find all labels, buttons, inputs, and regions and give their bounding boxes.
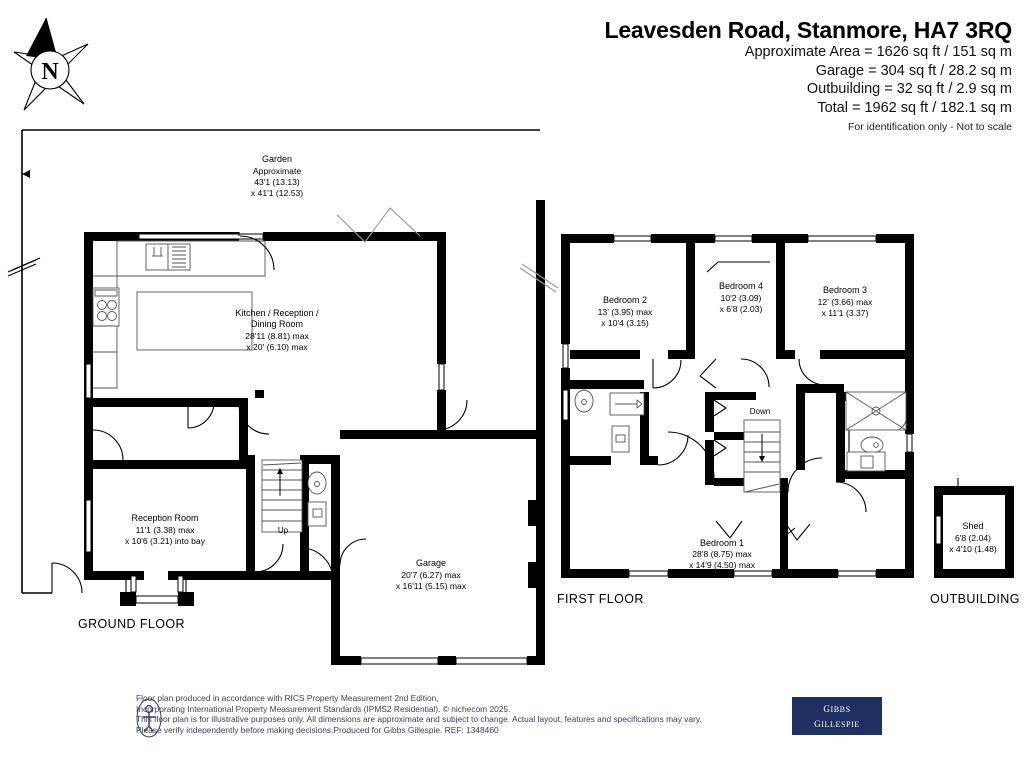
ensuite-fixtures bbox=[845, 391, 907, 472]
ground-floor-doors bbox=[92, 232, 468, 581]
first-floor-windows bbox=[562, 235, 913, 577]
stairs-up-label: Up bbox=[278, 526, 289, 535]
kitchen-dim1: 28'11 (8.81) max bbox=[245, 331, 309, 341]
garage-dim1: 20'7 (6.27) max bbox=[401, 570, 461, 580]
shed-dim2: x 4'10 (1.48) bbox=[949, 544, 997, 554]
bedroom2-dim2: x 10'4 (3.15) bbox=[601, 318, 649, 328]
ground-floor-labels: Garden Approximate 43'1 (13.13) x 41'1 (… bbox=[125, 154, 467, 591]
ground-floor-windows bbox=[85, 233, 445, 553]
area-line-garage: Garage = 304 sq ft / 28.2 sq m bbox=[815, 62, 1012, 79]
bedroom3-dim2: x 11'1 (3.37) bbox=[822, 308, 869, 318]
bedroom4-dim1: 10'2 (3.09) bbox=[721, 293, 762, 303]
bathroom-fixtures bbox=[562, 389, 645, 453]
disclaimer-line-1: Floor plan produced in accordance with R… bbox=[136, 693, 439, 703]
shed-label: Shed bbox=[962, 521, 983, 531]
logo-line-2: Gillespie bbox=[814, 715, 860, 730]
stairs-up: Up bbox=[261, 459, 303, 535]
ground-floor-plan: Up Garden Approximate 43'1 (13.13) x 41'… bbox=[7, 129, 559, 665]
bedroom4-corner bbox=[706, 261, 770, 273]
garden-dim1: 43'1 (13.13) bbox=[254, 177, 300, 187]
area-line-total-area: Approximate Area = 1626 sq ft / 151 sq m bbox=[744, 44, 1012, 61]
garden-boundary bbox=[7, 129, 540, 594]
area-line-total: Total = 1962 sq ft / 182.1 sq m bbox=[817, 100, 1012, 117]
first-floor-doors bbox=[652, 358, 867, 541]
disclaimer-line-2: Incorporating International Property Mea… bbox=[136, 703, 511, 714]
logo-line-1: Gibbs bbox=[823, 700, 851, 715]
area-line-outbuilding: Outbuilding = 32 sq ft / 2.9 sq m bbox=[806, 81, 1012, 98]
first-floor-labels: Bedroom 2 13' (3.95) max x 10'4 (3.15) B… bbox=[598, 281, 873, 570]
kitchen-label-1: Kitchen / Reception / bbox=[235, 308, 319, 318]
outbuilding-plan: Shed 6'8 (2.04) x 4'10 (1.48) bbox=[934, 478, 1014, 578]
compass-rose-icon: N bbox=[13, 17, 89, 111]
bedroom2-dim1: 13' (3.95) max bbox=[598, 307, 653, 317]
garden-dim2: x 41'1 (12.53) bbox=[251, 188, 303, 198]
reception-dim1: 11'1 (3.38) max bbox=[136, 525, 196, 535]
bay-window bbox=[120, 571, 194, 606]
bedroom1-dim2: x 14'9 (4.50) max bbox=[689, 560, 756, 570]
kitchen-fixtures bbox=[92, 240, 266, 389]
bedroom1-dim1: 28'8 (8.75) max bbox=[692, 549, 752, 559]
bedroom3-label: Bedroom 3 bbox=[823, 285, 867, 295]
disclaimer-line-4: Please verify independently before makin… bbox=[136, 724, 499, 735]
first-floor-plan: Down Bedr bbox=[561, 234, 914, 578]
bedroom4-dim2: x 6'8 (2.03) bbox=[720, 304, 763, 314]
garden-sub: Approximate bbox=[253, 166, 301, 176]
identification-notice: For identification only - Not to scale bbox=[848, 120, 1012, 133]
compass-north-label: N bbox=[41, 59, 59, 85]
bedroom3-dim1: 12' (3.66) max bbox=[818, 297, 873, 307]
bedroom1-angle-lines bbox=[715, 520, 811, 541]
garden-label: Garden bbox=[262, 154, 292, 164]
reception-dim2: x 10'6 (3.21) into bay bbox=[125, 536, 206, 546]
kitchen-dim2: x 20' (6.10) max bbox=[246, 342, 308, 352]
stairs-down: Down bbox=[743, 407, 781, 493]
bedroom4-label: Bedroom 4 bbox=[719, 281, 763, 291]
bedroom2-label: Bedroom 2 bbox=[603, 295, 647, 305]
garage-label: Garage bbox=[416, 558, 446, 568]
first-floor-caption: FIRST FLOOR bbox=[557, 592, 644, 606]
reception-label: Reception Room bbox=[131, 513, 198, 523]
header: Leavesden Road, Stanmore, HA7 3RQ Approx… bbox=[520, 17, 1012, 133]
kitchen-label-2: Dining Room bbox=[251, 319, 303, 329]
ground-floor-caption: GROUND FLOOR bbox=[78, 617, 185, 631]
shed-dim1: 6'8 (2.04) bbox=[955, 533, 991, 543]
garage-dim2: x 16'11 (5.15) max bbox=[396, 581, 467, 591]
disclaimer-line-3: This floor plan is for illustrative purp… bbox=[136, 714, 702, 725]
bedroom1-label: Bedroom 1 bbox=[700, 538, 744, 548]
page-title: Leavesden Road, Stanmore, HA7 3RQ bbox=[604, 17, 1012, 43]
ground-floor-wc-fixtures bbox=[307, 471, 327, 527]
gibbs-gillespie-logo: Gibbs Gillespie bbox=[792, 697, 882, 735]
footer-disclaimer: Floor plan produced in accordance with R… bbox=[136, 693, 796, 735]
stairs-down-label: Down bbox=[750, 407, 770, 416]
outbuilding-caption: OUTBUILDING bbox=[930, 592, 1020, 606]
accessibility-person-icon bbox=[136, 698, 162, 738]
